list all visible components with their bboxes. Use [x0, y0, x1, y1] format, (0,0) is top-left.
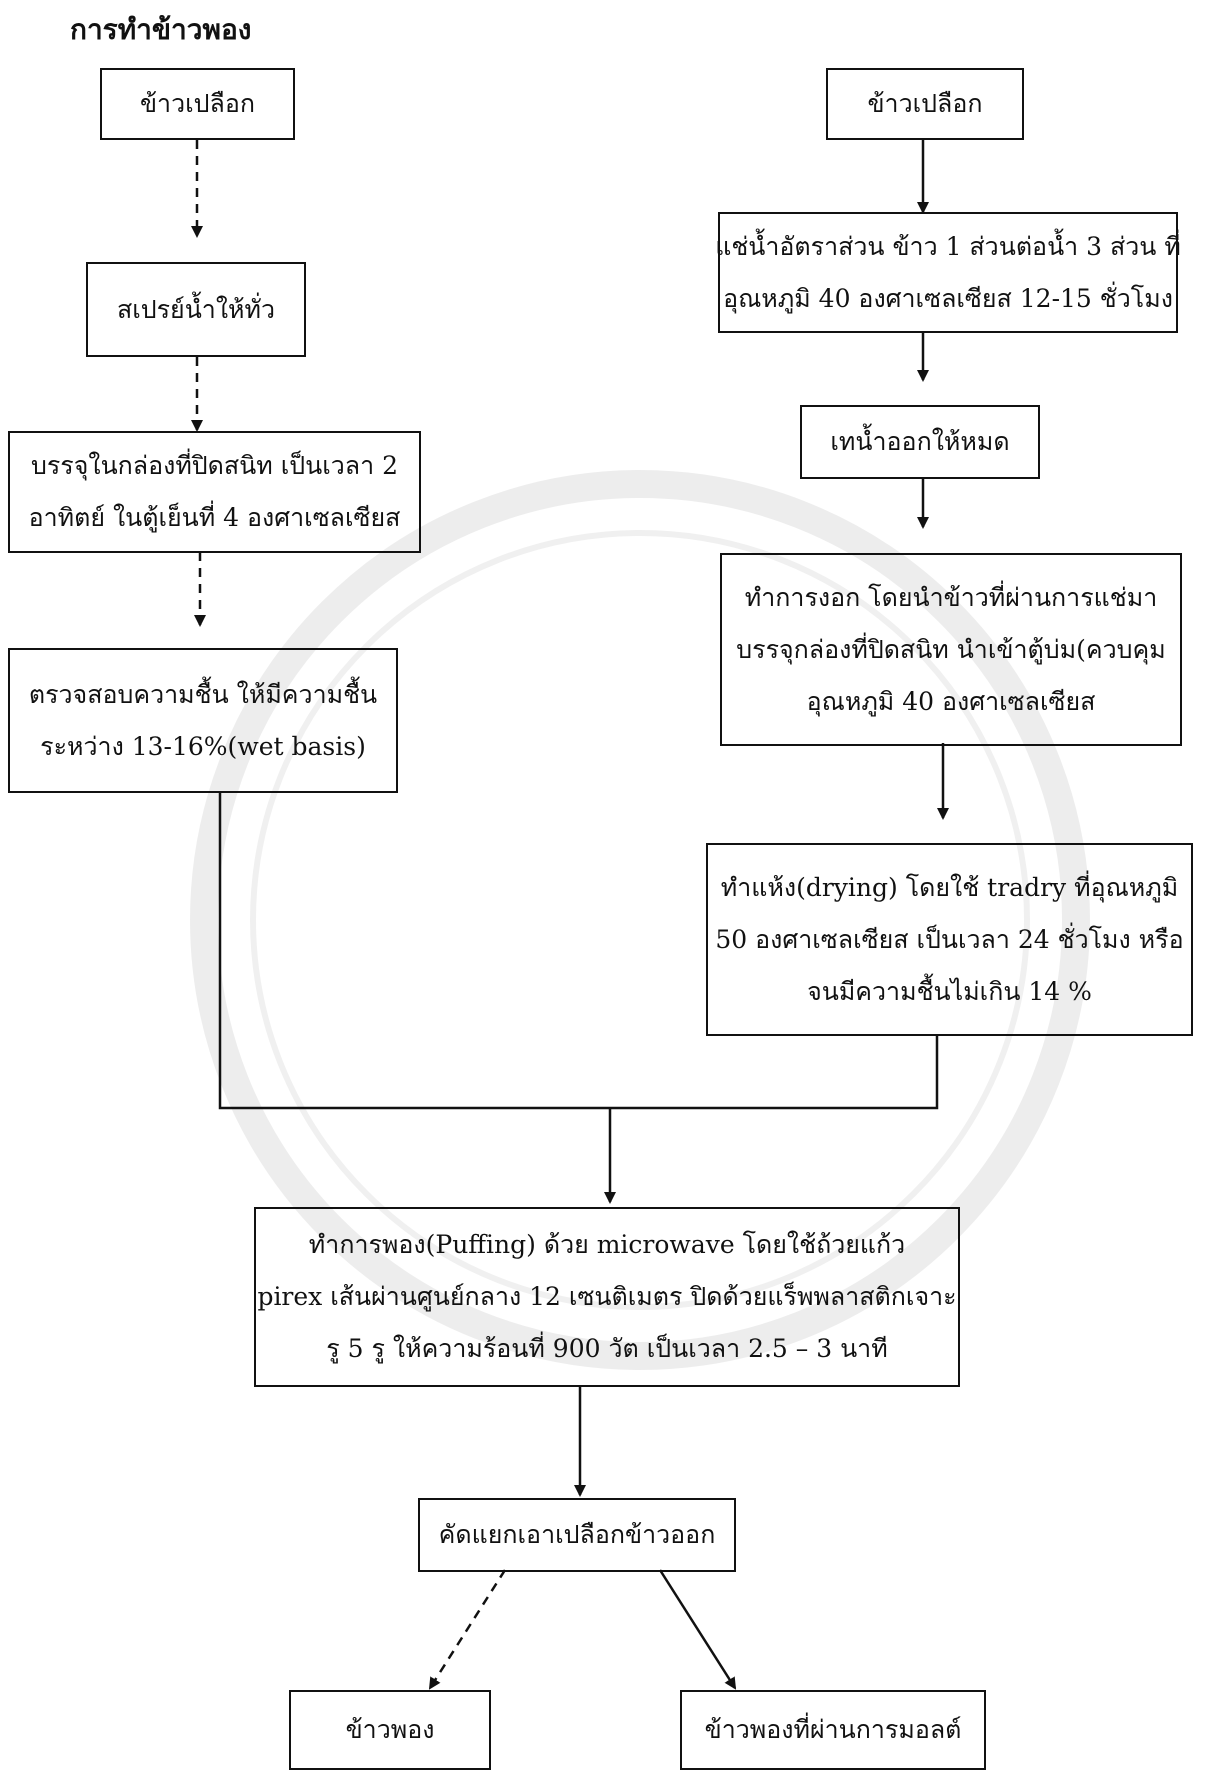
box-malted-puffed-rice: ข้าวพองที่ผ่านการมอลต์ [680, 1690, 986, 1770]
box-germinate: ทำการงอก โดยนำข้าวที่ผ่านการแช่มา บรรจุก… [720, 553, 1182, 746]
box-check-moisture-line-1: ตรวจสอบความชื้น ให้มีความชื้น [28, 679, 378, 709]
box-germinate-line-3: อุณหภูมิ 40 องศาเซลเซียส [806, 686, 1096, 716]
box-drain-text: เทน้ำออกให้หมด [830, 427, 1010, 456]
box-germinate-line-1: ทำการงอก โดยนำข้าวที่ผ่านการแช่มา [744, 582, 1158, 612]
box-puffed-rice: ข้าวพอง [289, 1690, 491, 1770]
box-puffing: ทำการพอง(Puffing) ด้วย microwave โดยใช้ถ… [254, 1207, 960, 1387]
box-check-moisture: ตรวจสอบความชื้น ให้มีความชื้น ระหว่าง 13… [8, 648, 398, 793]
box-soak-line-1: แช่น้ำอัตราส่วน ข้าว 1 ส่วนต่อน้ำ 3 ส่วน… [715, 231, 1181, 261]
box-separate-husk-text: คัดแยกเอาเปลือกข้าวออก [438, 1520, 716, 1549]
box-drying-line-1: ทำแห้ง(drying) โดยใช้ tradry ที่อุณหภูมิ [720, 872, 1179, 902]
box-check-moisture-line-2: ระหว่าง 13-16%(wet basis) [40, 731, 366, 761]
box-separate-husk: คัดแยกเอาเปลือกข้าวออก [418, 1498, 736, 1572]
box-drying: ทำแห้ง(drying) โดยใช้ tradry ที่อุณหภูมิ… [706, 843, 1193, 1036]
box-store-fridge-line-2: อาทิตย์ ในตู้เย็นที่ 4 องศาเซลเซียส [28, 503, 401, 532]
box-store-fridge-line-1: บรรจุในกล่องที่ปิดสนิท เป็นเวลา 2 [30, 451, 398, 480]
box-puffing-line-1: ทำการพอง(Puffing) ด้วย microwave โดยใช้ถ… [308, 1230, 906, 1259]
page-title: การทำข้าวพอง [70, 13, 252, 46]
box-drying-line-3: จนมีความชื้นไม่เกิน 14 % [807, 976, 1092, 1006]
arrow-to-puffed [428, 1569, 507, 1690]
box-left-paddy: ข้าวเปลือก [100, 68, 295, 140]
box-soak: แช่น้ำอัตราส่วน ข้าว 1 ส่วนต่อน้ำ 3 ส่วน… [715, 212, 1181, 333]
box-drying-line-2: 50 องศาเซลเซียส เป็นเวลา 24 ชั่วโมง หรือ [715, 924, 1184, 954]
arrow-to-malted [658, 1569, 737, 1690]
box-puffed-rice-text: ข้าวพอง [345, 1715, 435, 1744]
box-malted-puffed-rice-text: ข้าวพองที่ผ่านการมอลต์ [704, 1715, 962, 1744]
box-soak-line-2: อุณหภูมิ 40 องศาเซลเซียส 12-15 ชั่วโมง [723, 283, 1173, 313]
box-store-fridge: บรรจุในกล่องที่ปิดสนิท เป็นเวลา 2 อาทิตย… [8, 431, 421, 553]
box-right-paddy: ข้าวเปลือก [826, 68, 1024, 140]
box-right-paddy-text: ข้าวเปลือก [867, 89, 983, 118]
box-left-paddy-text: ข้าวเปลือก [139, 89, 256, 118]
box-germinate-line-2: บรรจุกล่องที่ปิดสนิท นำเข้าตู้บ่ม(ควบคุม [736, 634, 1166, 664]
box-puffing-line-2: pirex เส้นผ่านศูนย์กลาง 12 เซนติเมตร ปิด… [257, 1282, 957, 1311]
merge-left-line [218, 793, 610, 1110]
box-spray-water: สเปรย์น้ำให้ทั่ว [86, 262, 306, 357]
box-puffing-line-3: รู 5 รู ให้ความร้อนที่ 900 วัต เป็นเวลา … [326, 1334, 888, 1363]
box-spray-water-text: สเปรย์น้ำให้ทั่ว [116, 294, 276, 324]
merge-right-line [610, 1034, 939, 1110]
box-drain: เทน้ำออกให้หมด [800, 405, 1040, 479]
